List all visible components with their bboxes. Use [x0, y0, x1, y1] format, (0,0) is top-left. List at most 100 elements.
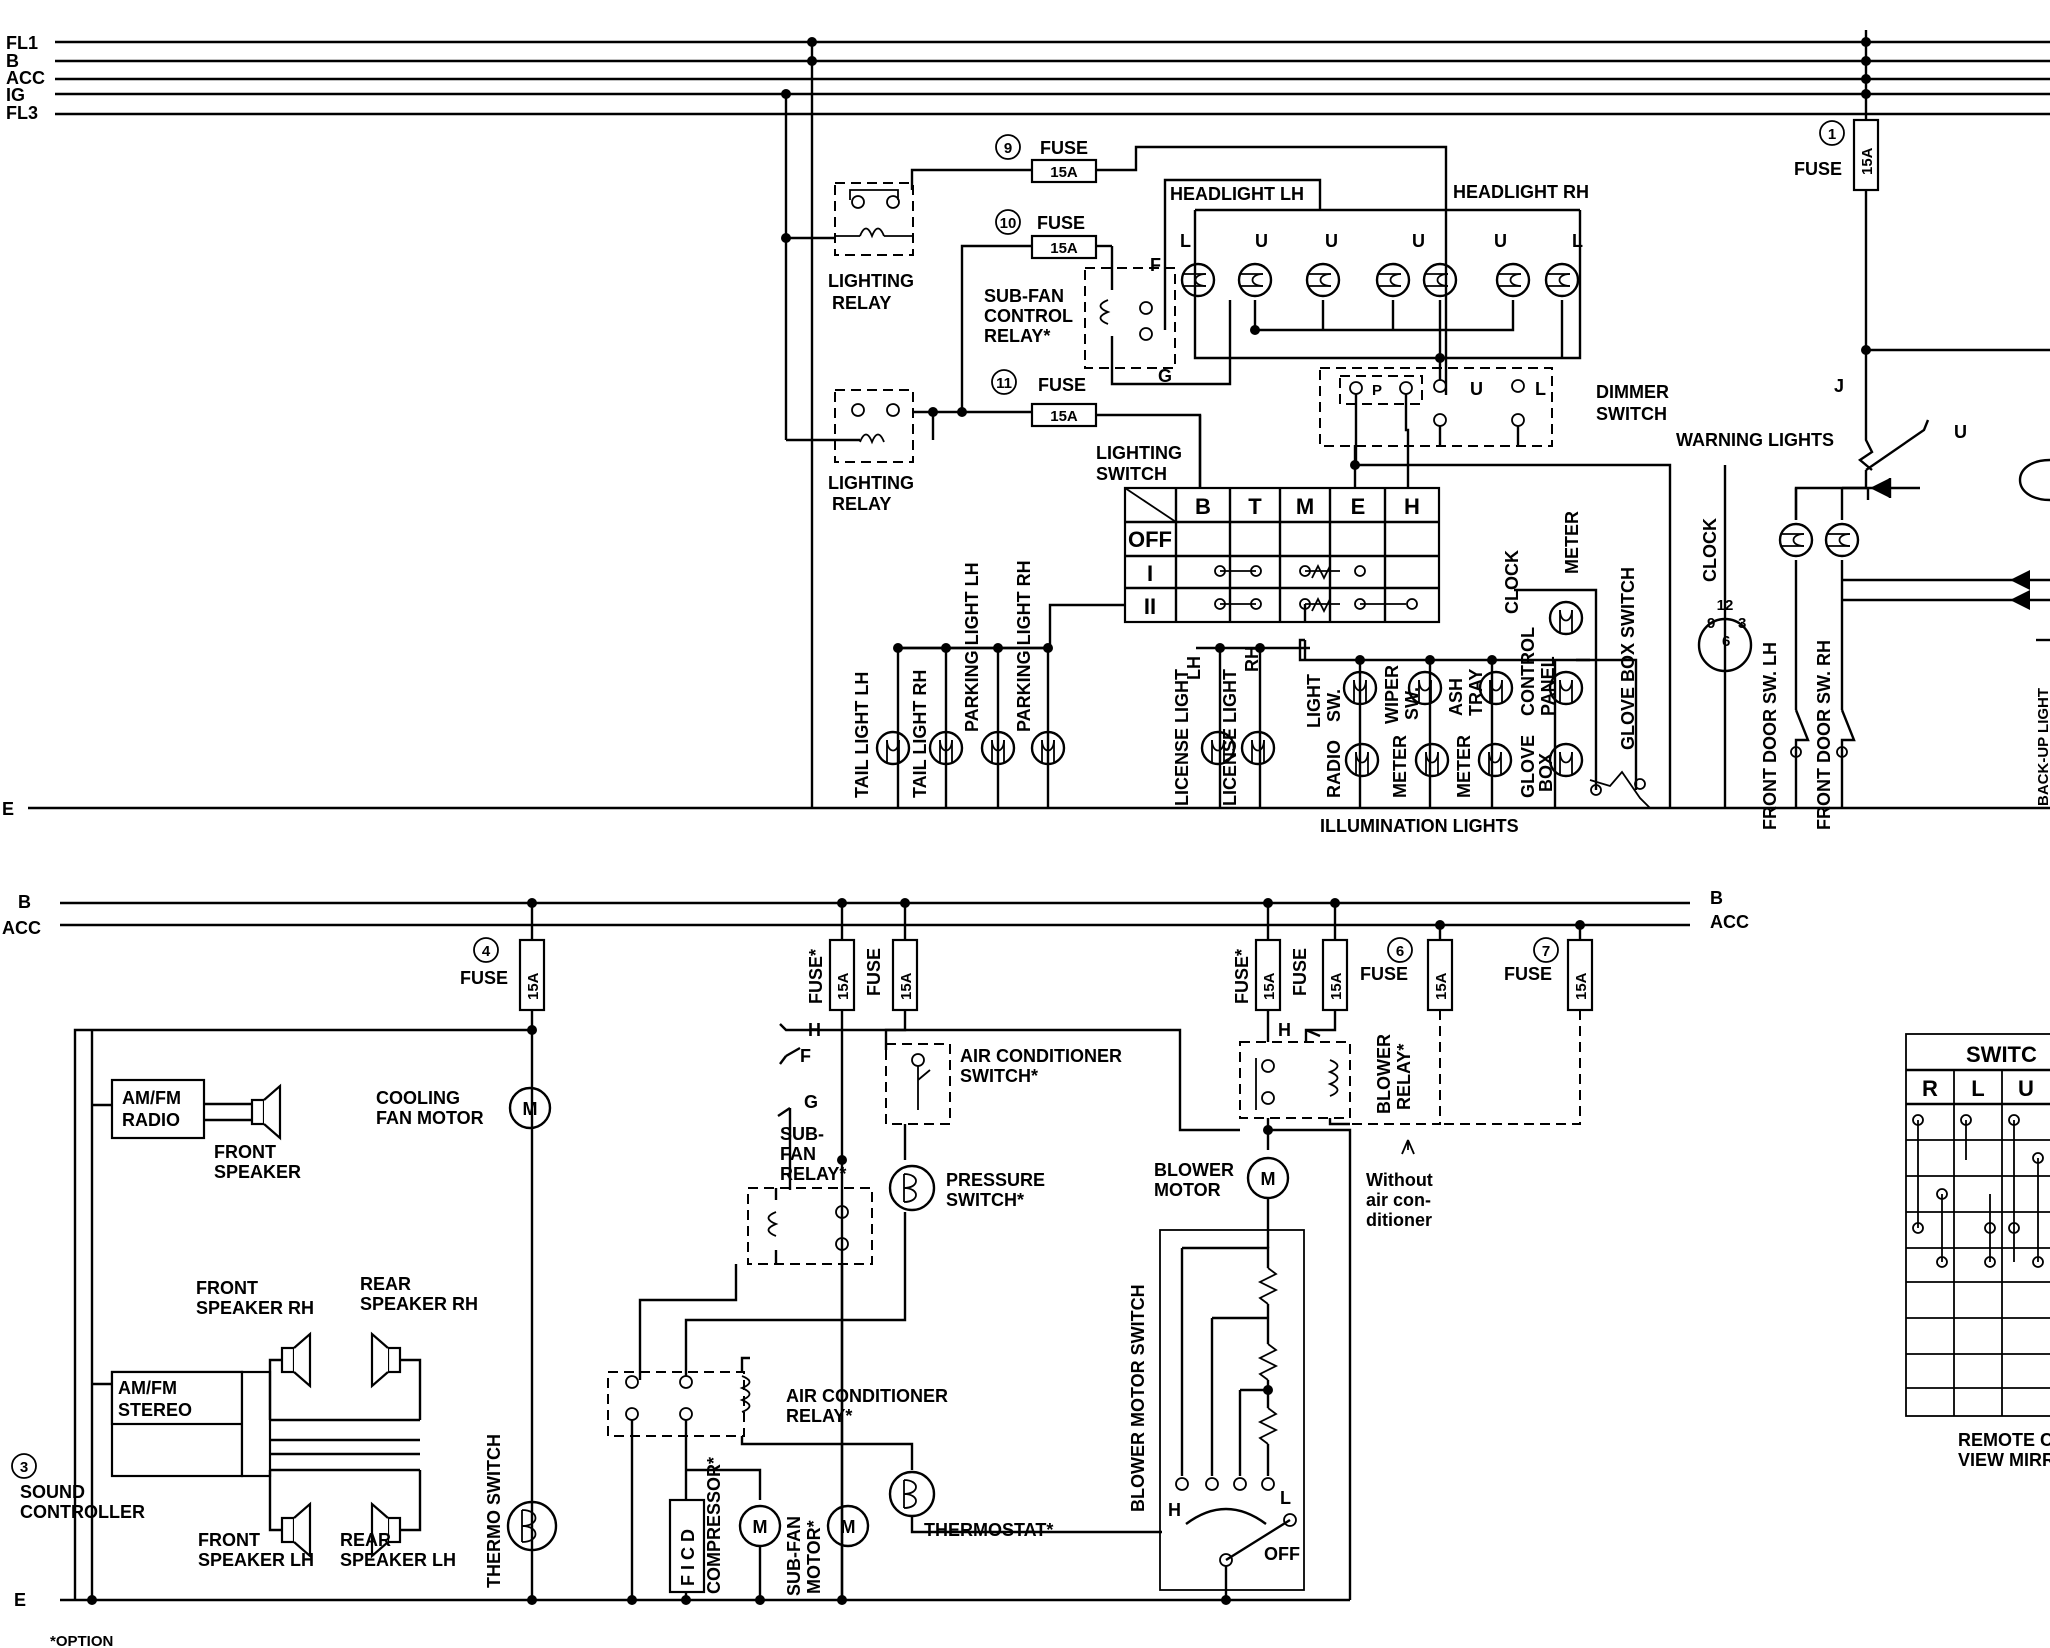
- dimmer-switch: P U L DIMMER SWITCH: [1319, 367, 1672, 808]
- lighting-switch-label-2: SWITCH: [1096, 464, 1167, 484]
- svg-text:9: 9: [1707, 615, 1715, 632]
- wiper-sw-label-2: SW.: [1402, 687, 1422, 720]
- switch-row-i: I: [1147, 561, 1153, 586]
- front-speaker-rh-label-2: SPEAKER RH: [196, 1298, 314, 1318]
- svg-text:J: J: [1834, 376, 1844, 396]
- blower-relay-label-2: RELAY*: [1394, 1044, 1414, 1110]
- svg-text:P: P: [1372, 382, 1382, 399]
- svg-text:FUSE*: FUSE*: [1232, 949, 1252, 1004]
- svg-text:U: U: [1470, 379, 1483, 399]
- svg-text:9: 9: [1004, 140, 1012, 157]
- svg-text:FUSE: FUSE: [1040, 138, 1088, 158]
- svg-text:15A: 15A: [835, 972, 852, 1000]
- clock-label: CLOCK: [1700, 518, 1720, 582]
- lighting-relay-lower-label-2: RELAY: [832, 494, 891, 514]
- license-light-lh-label-2: LH: [1184, 656, 1204, 680]
- blower-relay-label-1: BLOWER: [1374, 1034, 1394, 1114]
- front-door-sw-rh-label: FRONT DOOR SW. RH: [1814, 640, 1834, 830]
- pressure-switch-label-2: SWITCH*: [946, 1190, 1024, 1210]
- svg-text:FUSE: FUSE: [1794, 159, 1842, 179]
- compressor-label: COMPRESSOR*: [704, 1457, 724, 1594]
- ac-circuit: 15A 15A FUSE* FUSE H F G AIR CONDITIONER…: [607, 898, 1162, 1605]
- switch-col-h: H: [1404, 494, 1420, 519]
- glove-box-label-1: GLOVE: [1518, 735, 1538, 798]
- front-speaker-rh-label-1: FRONT: [196, 1278, 258, 1298]
- glove-box-label-2: BOX: [1536, 753, 1556, 792]
- subfan-relay-label-3: RELAY*: [780, 1164, 846, 1184]
- remote-caption-2: VIEW MIRR: [1958, 1450, 2050, 1470]
- license-light-rh-label-2: RH: [1242, 646, 1262, 672]
- svg-text:H: H: [1278, 1020, 1291, 1040]
- subfan-motor-label-2: MOTOR*: [804, 1520, 824, 1594]
- svg-text:FUSE: FUSE: [460, 968, 508, 988]
- switch-row-ii: II: [1144, 594, 1156, 619]
- blower-circuit: 15A 15A FUSE* FUSE 6 FUSE 15A 7 FUSE 15A…: [842, 898, 1594, 1605]
- right-top-circuits: 1 FUSE 15A J WARNING LIGHTS U 12 9 3 6 C…: [1590, 30, 2050, 830]
- lower-bus-acc-right: ACC: [1710, 912, 1749, 932]
- svg-text:U: U: [1325, 231, 1338, 251]
- thermo-switch-label: THERMO SWITCH: [484, 1434, 504, 1588]
- rear-lamps: TAIL LIGHT LH TAIL LIGHT RH PARKING LIGH…: [852, 560, 1310, 808]
- dimmer-switch-label-1: DIMMER: [1596, 382, 1669, 402]
- lower-bus-acc-left: ACC: [2, 918, 41, 938]
- cooling-fan-motor-label-2: FAN MOTOR: [376, 1108, 484, 1128]
- svg-text:F: F: [800, 1046, 811, 1066]
- lower-bus: B ACC B ACC E *OPTION: [2, 888, 1749, 1648]
- switch-row-off: OFF: [1128, 527, 1172, 552]
- switch-col-m: M: [1296, 494, 1314, 519]
- svg-text:15A: 15A: [1050, 240, 1078, 257]
- svg-text:FUSE: FUSE: [1037, 213, 1085, 233]
- am-fm-stereo-label-2: STEREO: [118, 1400, 192, 1420]
- svg-text:F I C D: F I C D: [678, 1529, 698, 1586]
- parking-light-rh-label: PARKING LIGHT RH: [1014, 560, 1034, 732]
- svg-text:G: G: [804, 1092, 818, 1112]
- lighting-relays: LIGHTING RELAY LIGHTING RELAY: [781, 37, 1040, 808]
- svg-text:3: 3: [1738, 615, 1746, 632]
- subfan-control-relay-label-3: RELAY*: [984, 326, 1050, 346]
- subfan-relay-label-1: SUB-: [780, 1124, 824, 1144]
- headlights: HEADLIGHT LH HEADLIGHT RH L U U U U L: [1163, 178, 1589, 380]
- without-ac-label-2: air con-: [1366, 1190, 1431, 1210]
- svg-text:15A: 15A: [1050, 164, 1078, 181]
- lighting-relay-upper-label-2: RELAY: [832, 293, 891, 313]
- ground-label-lower: E: [14, 1590, 26, 1610]
- svg-text:U: U: [1255, 231, 1268, 251]
- front-speaker-label-1: FRONT: [214, 1142, 276, 1162]
- am-fm-radio-label-2: RADIO: [122, 1110, 180, 1130]
- svg-text:6: 6: [1396, 943, 1404, 960]
- ac-relay-label-2: RELAY*: [786, 1406, 852, 1426]
- dimmer-switch-label-2: SWITCH: [1596, 404, 1667, 424]
- svg-text:11: 11: [996, 375, 1012, 392]
- tail-light-lh-label: TAIL LIGHT LH: [852, 672, 872, 798]
- svg-text:FUSE: FUSE: [1038, 375, 1086, 395]
- svg-text:15A: 15A: [898, 972, 915, 1000]
- svg-text:15A: 15A: [1261, 972, 1278, 1000]
- lighting-relay-upper-label-1: LIGHTING: [828, 271, 914, 291]
- lower-bus-b-left: B: [18, 892, 31, 912]
- subfan-relay-label-2: FAN: [780, 1144, 816, 1164]
- svg-text:L: L: [1280, 1488, 1291, 1508]
- svg-text:15A: 15A: [1433, 972, 1450, 1000]
- bus-label-ig: IG: [6, 85, 25, 105]
- warning-lights-label: WARNING LIGHTS: [1676, 430, 1834, 450]
- svg-text:15A: 15A: [1573, 972, 1590, 1000]
- svg-text:L: L: [1180, 231, 1191, 251]
- svg-text:1: 1: [1828, 126, 1836, 143]
- rear-speaker-lh-label-2: SPEAKER LH: [340, 1550, 456, 1570]
- svg-text:H: H: [808, 1020, 821, 1040]
- sound-controller-label-2: CONTROLLER: [20, 1502, 145, 1522]
- remote-caption-1: REMOTE C: [1958, 1430, 2050, 1450]
- ac-relay-label-1: AIR CONDITIONER: [786, 1386, 948, 1406]
- light-sw-label-1: LIGHT: [1304, 674, 1324, 728]
- bus-label-acc: ACC: [6, 68, 45, 88]
- sound-controller-label-1: SOUND: [20, 1482, 85, 1502]
- lighting-switch-label-1: LIGHTING: [1096, 443, 1182, 463]
- blower-motor-label-1: BLOWER: [1154, 1160, 1234, 1180]
- front-speaker-lh-label-2: SPEAKER LH: [198, 1550, 314, 1570]
- subfan-control-relay-label-2: CONTROL: [984, 306, 1073, 326]
- thermostat-label: THERMOSTAT*: [924, 1520, 1053, 1540]
- lower-bus-b-right: B: [1710, 888, 1723, 908]
- illumination-lights-label: ILLUMINATION LIGHTS: [1320, 816, 1519, 836]
- radio-label: RADIO: [1324, 740, 1344, 798]
